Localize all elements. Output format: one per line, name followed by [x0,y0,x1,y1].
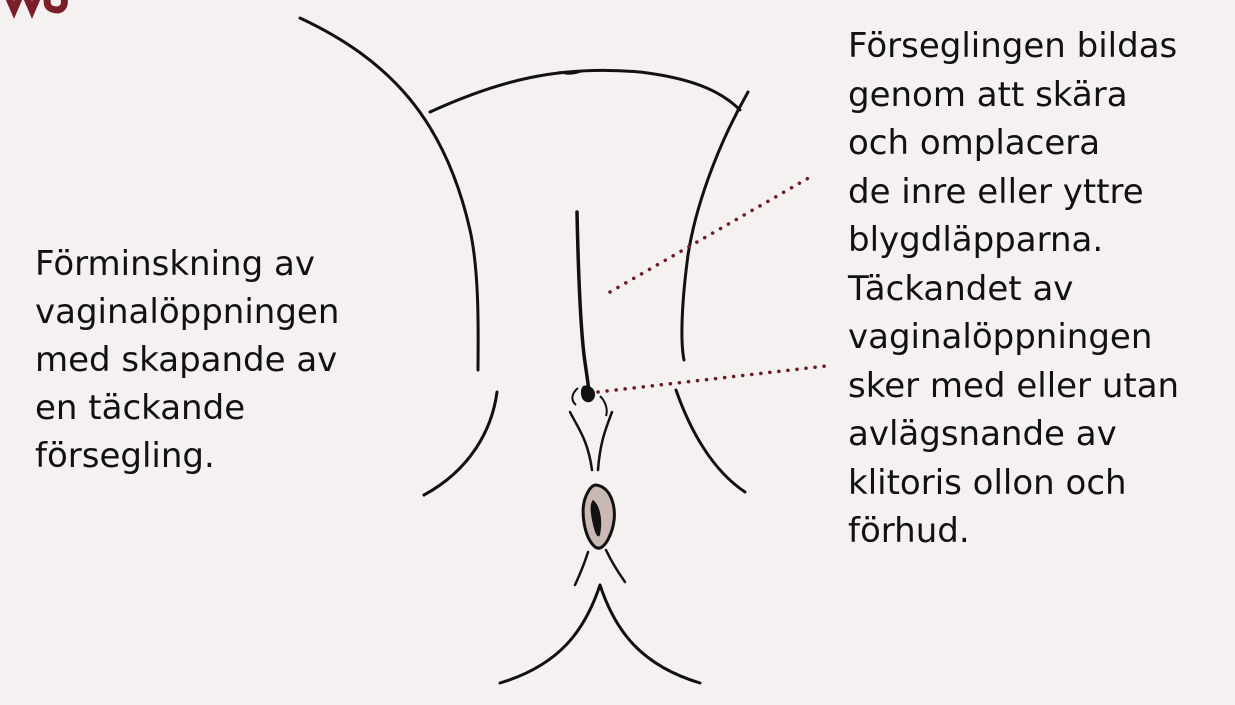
right-thigh-outline [682,92,748,360]
perineum-left [575,552,588,585]
leader-line-seal [610,176,812,292]
perineum-right [606,550,625,582]
leader-line-opening [598,366,826,392]
opening-fold-left [572,388,578,405]
left-buttock-outline [500,585,600,683]
pubic-mound-outline [430,70,740,112]
labia-fold-right [598,412,612,470]
right-buttock-outline [600,585,700,683]
opening-fold-right [600,396,607,416]
corner-accent-mark [8,0,64,10]
sealed-labia-line [577,212,589,392]
small-remaining-opening [581,385,595,402]
right-caption: Förseglingen bildas genom att skära och … [848,22,1233,556]
left-caption: Förminskning av vaginalöppningen med ska… [35,240,435,480]
right-lower-thigh-outline [676,390,745,492]
labia-fold-left [570,412,592,470]
